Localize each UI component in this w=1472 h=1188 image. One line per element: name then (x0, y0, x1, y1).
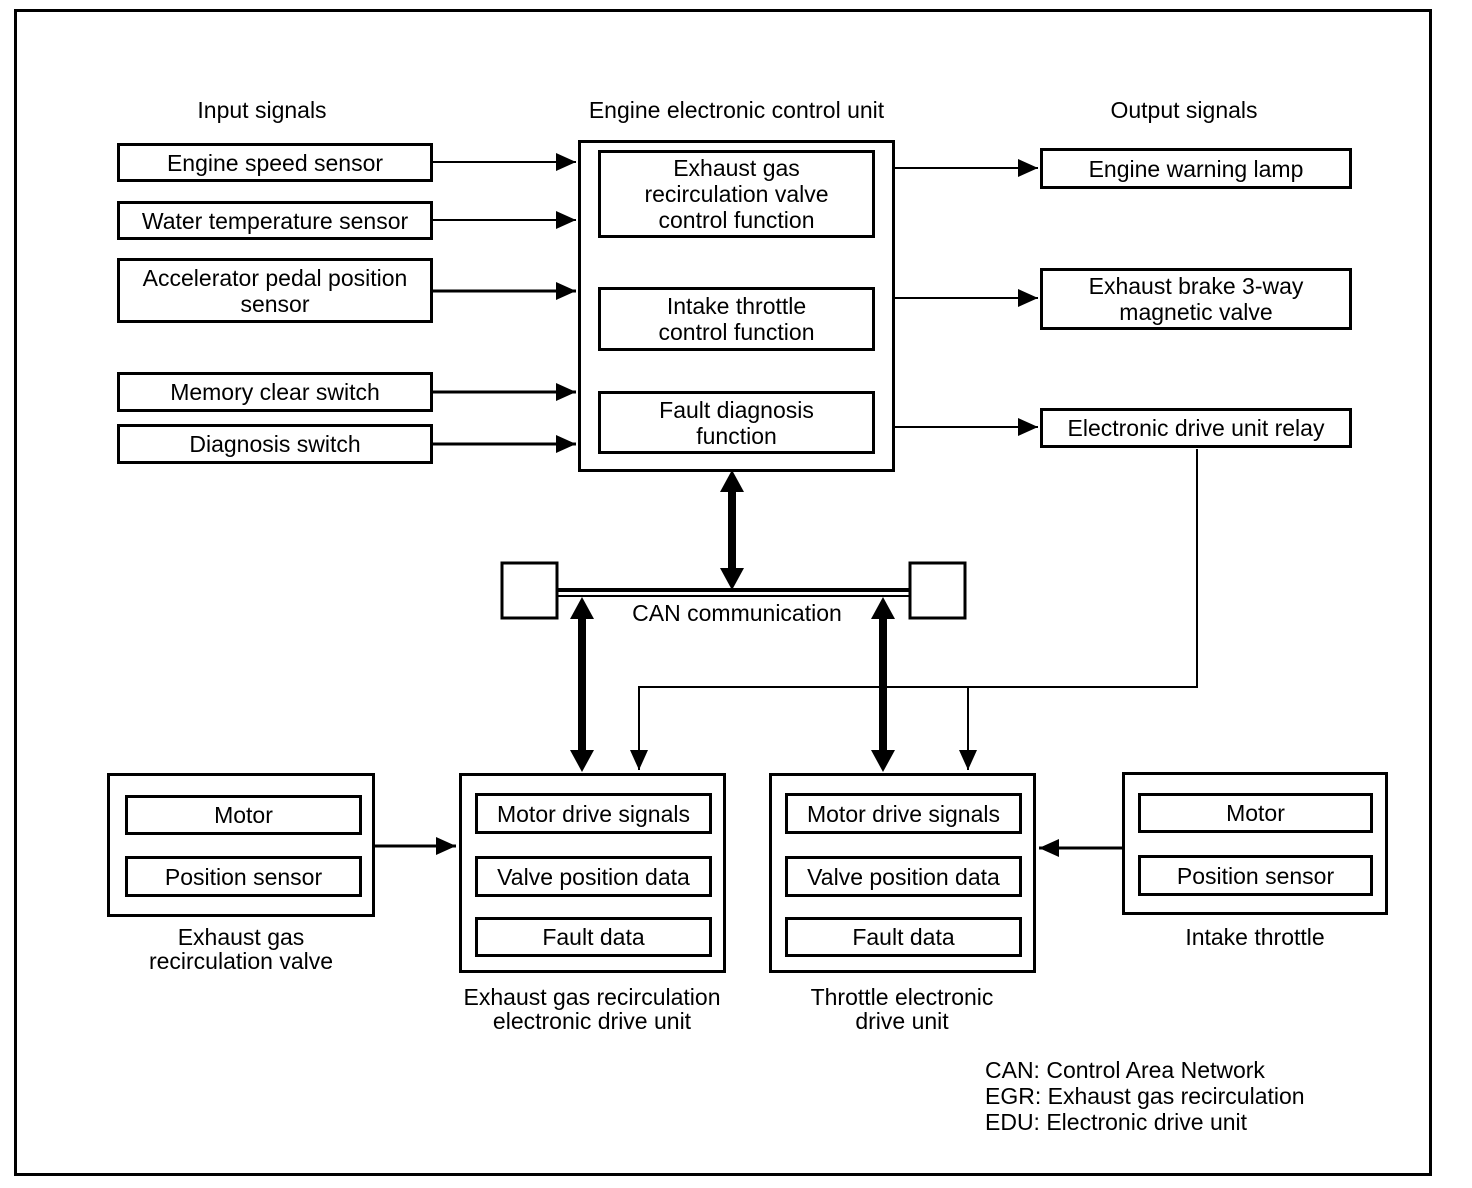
intake-throttle-motor: Motor (1138, 793, 1373, 833)
output-box-engine-warning-lamp: Engine warning lamp (1040, 148, 1352, 189)
input-box-accelerator-pedal-position-sensor: Accelerator pedal position sensor (117, 258, 433, 323)
egr-valve-caption: Exhaust gas recirculation valve (148, 924, 334, 974)
egr-valve-position-sensor: Position sensor (125, 856, 362, 897)
ecu-function-fault-diagnosis: Fault diagnosis function (598, 391, 875, 454)
input-box-water-temperature-sensor: Water temperature sensor (117, 201, 433, 240)
abbreviation-legend: CAN: Control Area Network EGR: Exhaust g… (985, 1057, 1305, 1135)
ecu-function-egr-valve-control: Exhaust gas recirculation valve control … (598, 150, 875, 238)
throttle-edu-fault-data: Fault data (785, 917, 1022, 957)
egr-edu-motor-drive-signals: Motor drive signals (475, 793, 712, 834)
output-box-exhaust-brake-magnetic-valve: Exhaust brake 3-way magnetic valve (1040, 268, 1352, 330)
can-communication-label: CAN communication (632, 600, 842, 626)
output-signals-header: Output signals (1110, 97, 1258, 123)
legend-edu: EDU: Electronic drive unit (985, 1109, 1248, 1135)
diagram-border (14, 9, 1432, 1176)
egr-edu-valve-position-data: Valve position data (475, 856, 712, 897)
input-box-memory-clear-switch: Memory clear switch (117, 372, 433, 412)
ecu-function-intake-throttle-control: Intake throttle control function (598, 287, 875, 351)
ecu-header: Engine electronic control unit (588, 97, 885, 123)
can-bus-terminator-left (500, 561, 559, 620)
relay-line-to-egr-edu (630, 449, 1198, 770)
egr-valve-motor: Motor (125, 795, 362, 835)
input-signals-header: Input signals (197, 97, 327, 123)
arrow-ecu-can-bidirectional (720, 470, 744, 590)
throttle-edu-motor-drive-signals: Motor drive signals (785, 793, 1022, 834)
intake-throttle-position-sensor: Position sensor (1138, 855, 1373, 896)
egr-edu-fault-data: Fault data (475, 917, 712, 957)
arrow-can-throttle-edu-bidirectional (871, 597, 895, 772)
throttle-edu-caption: Throttle electronic drive unit (810, 984, 994, 1034)
output-box-electronic-drive-unit-relay: Electronic drive unit relay (1040, 408, 1352, 448)
egr-edu-caption: Exhaust gas recirculation electronic dri… (463, 984, 721, 1034)
legend-can: CAN: Control Area Network (985, 1057, 1265, 1083)
intake-throttle-caption: Intake throttle (1185, 924, 1325, 950)
input-box-diagnosis-switch: Diagnosis switch (117, 424, 433, 464)
arrow-can-egr-edu-bidirectional (570, 597, 594, 772)
throttle-edu-valve-position-data: Valve position data (785, 856, 1022, 897)
input-box-engine-speed-sensor: Engine speed sensor (117, 143, 433, 182)
can-bus-terminator-right (908, 561, 967, 620)
legend-egr: EGR: Exhaust gas recirculation (985, 1083, 1305, 1109)
